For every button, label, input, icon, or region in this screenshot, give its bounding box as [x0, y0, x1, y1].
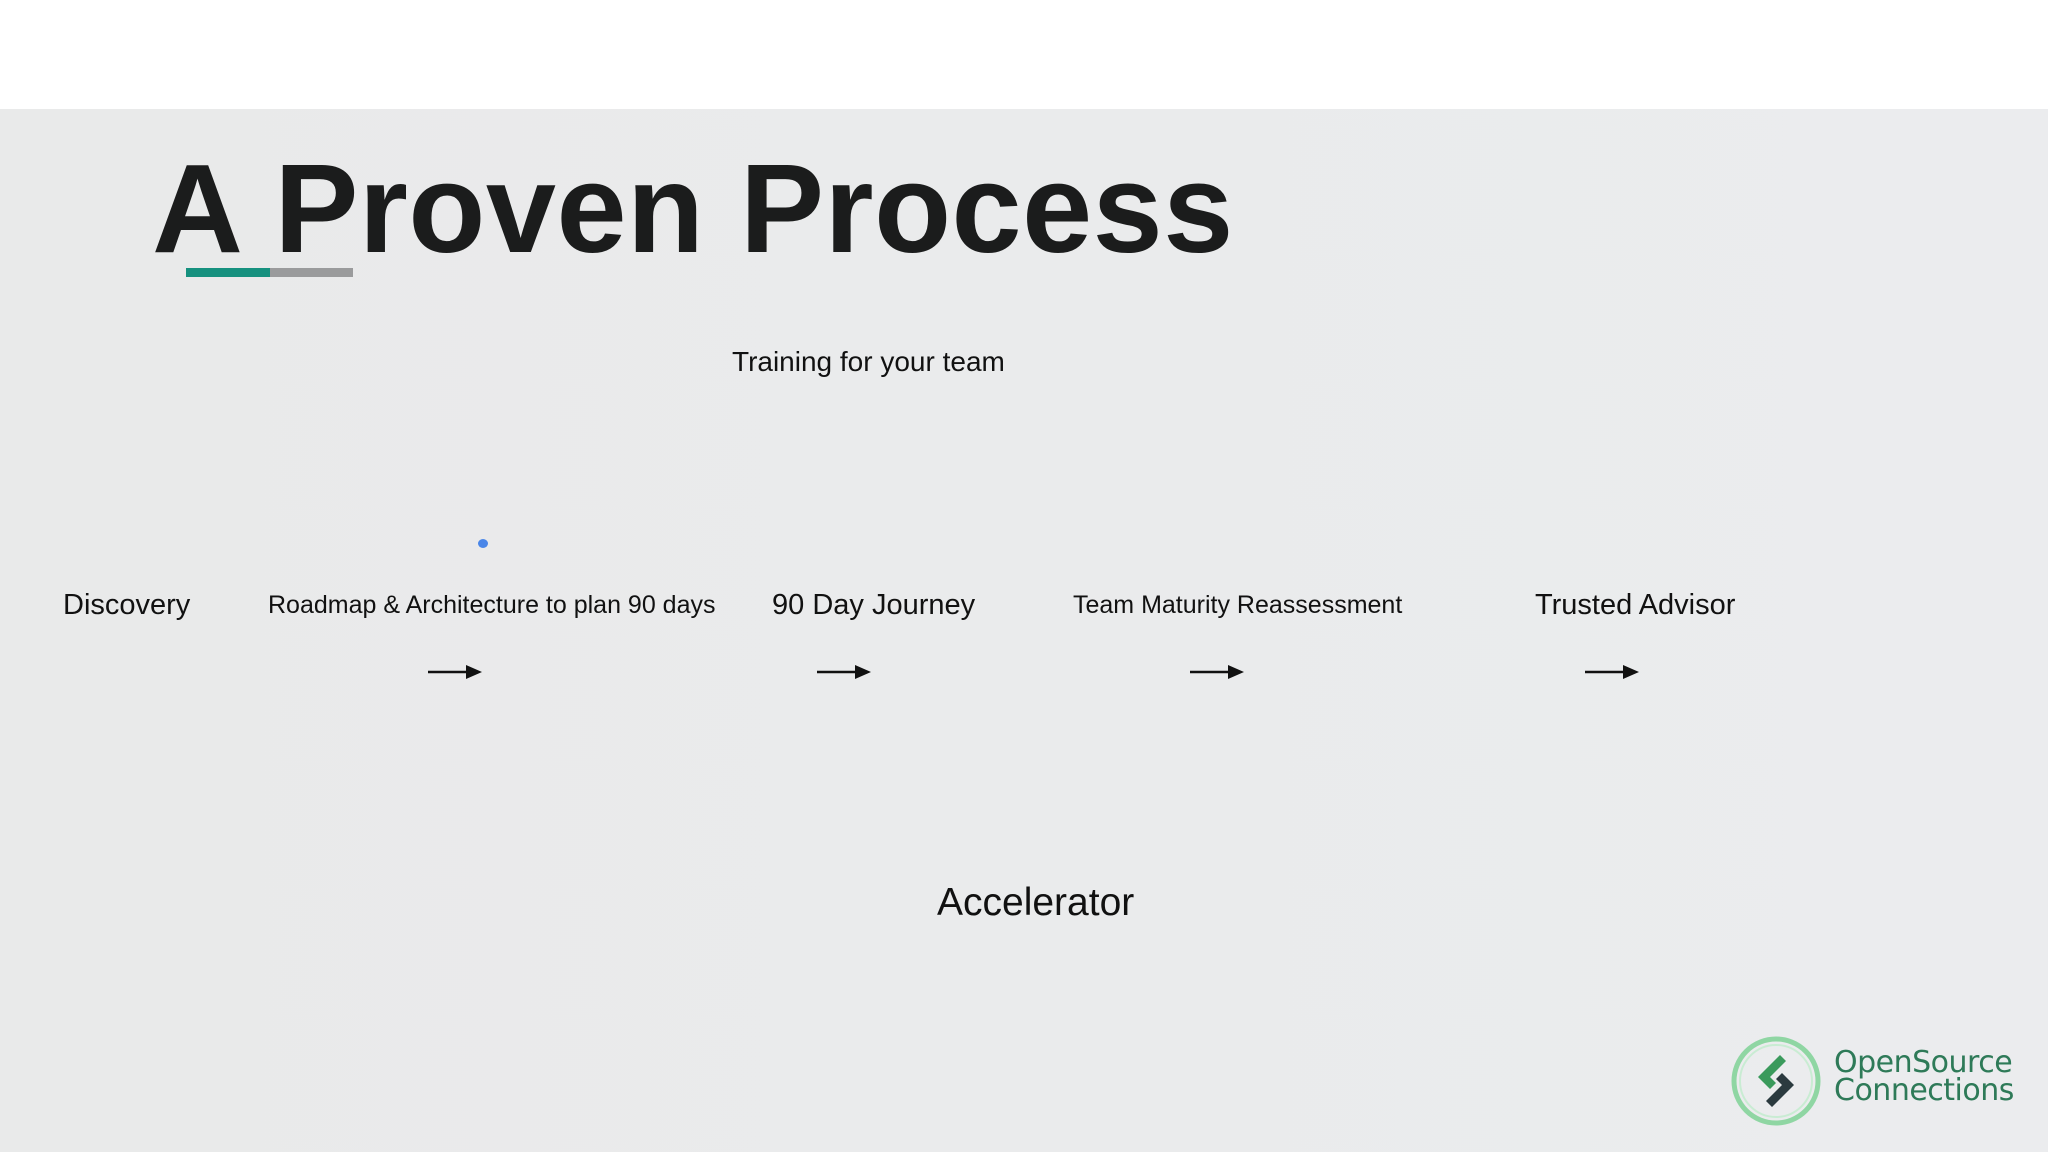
logo-wordmark: OpenSource Connections	[1834, 1045, 2014, 1108]
blue-dot-marker	[478, 539, 488, 548]
right-arrow-icon	[817, 665, 871, 679]
logo-line-1: OpenSource	[1834, 1045, 2013, 1080]
step-discovery: Discovery	[63, 589, 191, 621]
slide-title: A Proven Process	[152, 138, 1234, 279]
right-arrow-icon	[1190, 665, 1244, 679]
right-arrow-icon	[1585, 665, 1639, 679]
logo-mark-icon	[1731, 1036, 1821, 1126]
step-team-maturity-reassessment: Team Maturity Reassessment	[1073, 591, 1403, 619]
step-90-day-journey: 90 Day Journey	[772, 589, 976, 621]
slide: A Proven Process Training for your team …	[0, 109, 2048, 1152]
subtitle: Training for your team	[732, 346, 1005, 377]
title-underline-gray	[270, 268, 353, 277]
right-arrow-icon	[428, 665, 482, 679]
title-underline-accent	[186, 268, 270, 277]
step-roadmap-architecture: Roadmap & Architecture to plan 90 days	[268, 591, 716, 619]
logo-line-2: Connections	[1834, 1073, 2014, 1108]
step-trusted-advisor: Trusted Advisor	[1535, 589, 1736, 621]
window-top-bar	[0, 0, 2048, 109]
opensource-connections-logo: OpenSource Connections	[1730, 1035, 2020, 1131]
accelerator-label: Accelerator	[937, 881, 1135, 924]
